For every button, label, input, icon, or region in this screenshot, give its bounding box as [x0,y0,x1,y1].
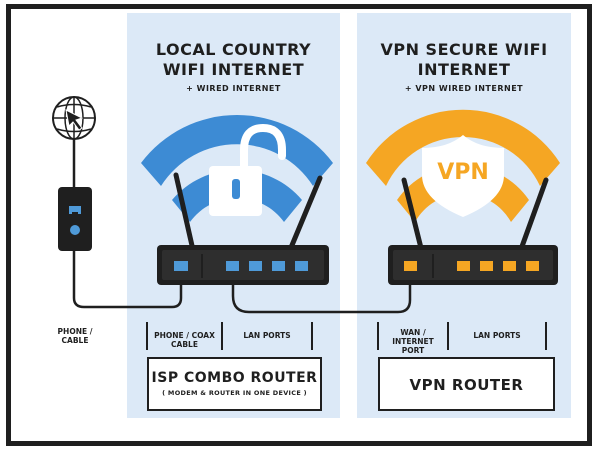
vpn-lan-port-3 [503,261,516,271]
isp-combo-router-device [157,245,329,285]
port-label-dividers [146,322,547,350]
isp-combo-router-subtitle: ( MODEM & ROUTER IN ONE DEVICE ) [162,389,307,397]
wall-outlet-icon [58,187,92,251]
vpn-antenna-left [401,177,425,255]
local-country-title: LOCAL COUNTRY WIFI INTERNET [155,40,312,79]
vpn-router-box: VPN ROUTER [378,357,555,411]
vpn-lan-ports-label: LAN PORTS [473,331,521,340]
isp-combo-router-box: ISP COMBO ROUTER ( MODEM & ROUTER IN ONE… [147,357,322,411]
vpn-title: VPN SECURE WIFI INTERNET [380,40,548,79]
wan-port-label: WAN / INTERNET PORT [392,328,434,355]
local-country-subtitle: + WIRED INTERNET [186,84,281,93]
vpn-shield-text: VPN [437,160,489,185]
phone-cable-label: PHONE / CABLE [57,327,93,345]
vpn-antenna-right [517,177,549,255]
vpn-router-device [388,245,558,285]
isp-lan-port-3 [272,261,285,271]
isp-antenna-right [287,175,323,253]
vpn-wan-port [404,261,417,271]
isp-lan-ports-label: LAN PORTS [243,331,291,340]
vpn-shield-icon: VPN [422,135,504,217]
isp-combo-router-title: ISP COMBO ROUTER [151,370,318,386]
isp-phone-port [174,261,188,271]
unlocked-padlock-icon [209,123,286,216]
vpn-lan-port-2 [480,261,493,271]
lan-to-wan-cable [231,278,412,314]
local-country-header: LOCAL COUNTRY WIFI INTERNET + WIRED INTE… [127,13,340,108]
vpn-subtitle: + VPN WIRED INTERNET [404,84,524,93]
phone-cable-line [72,251,183,309]
isp-lan-port-1 [226,261,239,271]
isp-antenna-left [173,172,196,253]
vpn-lan-port-4 [526,261,539,271]
vpn-router-title: VPN ROUTER [409,376,524,394]
vpn-header: VPN SECURE WIFI INTERNET + VPN WIRED INT… [357,13,571,108]
phone-coax-port-label: PHONE / COAX CABLE [154,331,215,349]
globe-cursor-icon [52,96,96,140]
vpn-lan-port-1 [457,261,470,271]
isp-lan-port-4 [295,261,308,271]
isp-lan-port-2 [249,261,262,271]
